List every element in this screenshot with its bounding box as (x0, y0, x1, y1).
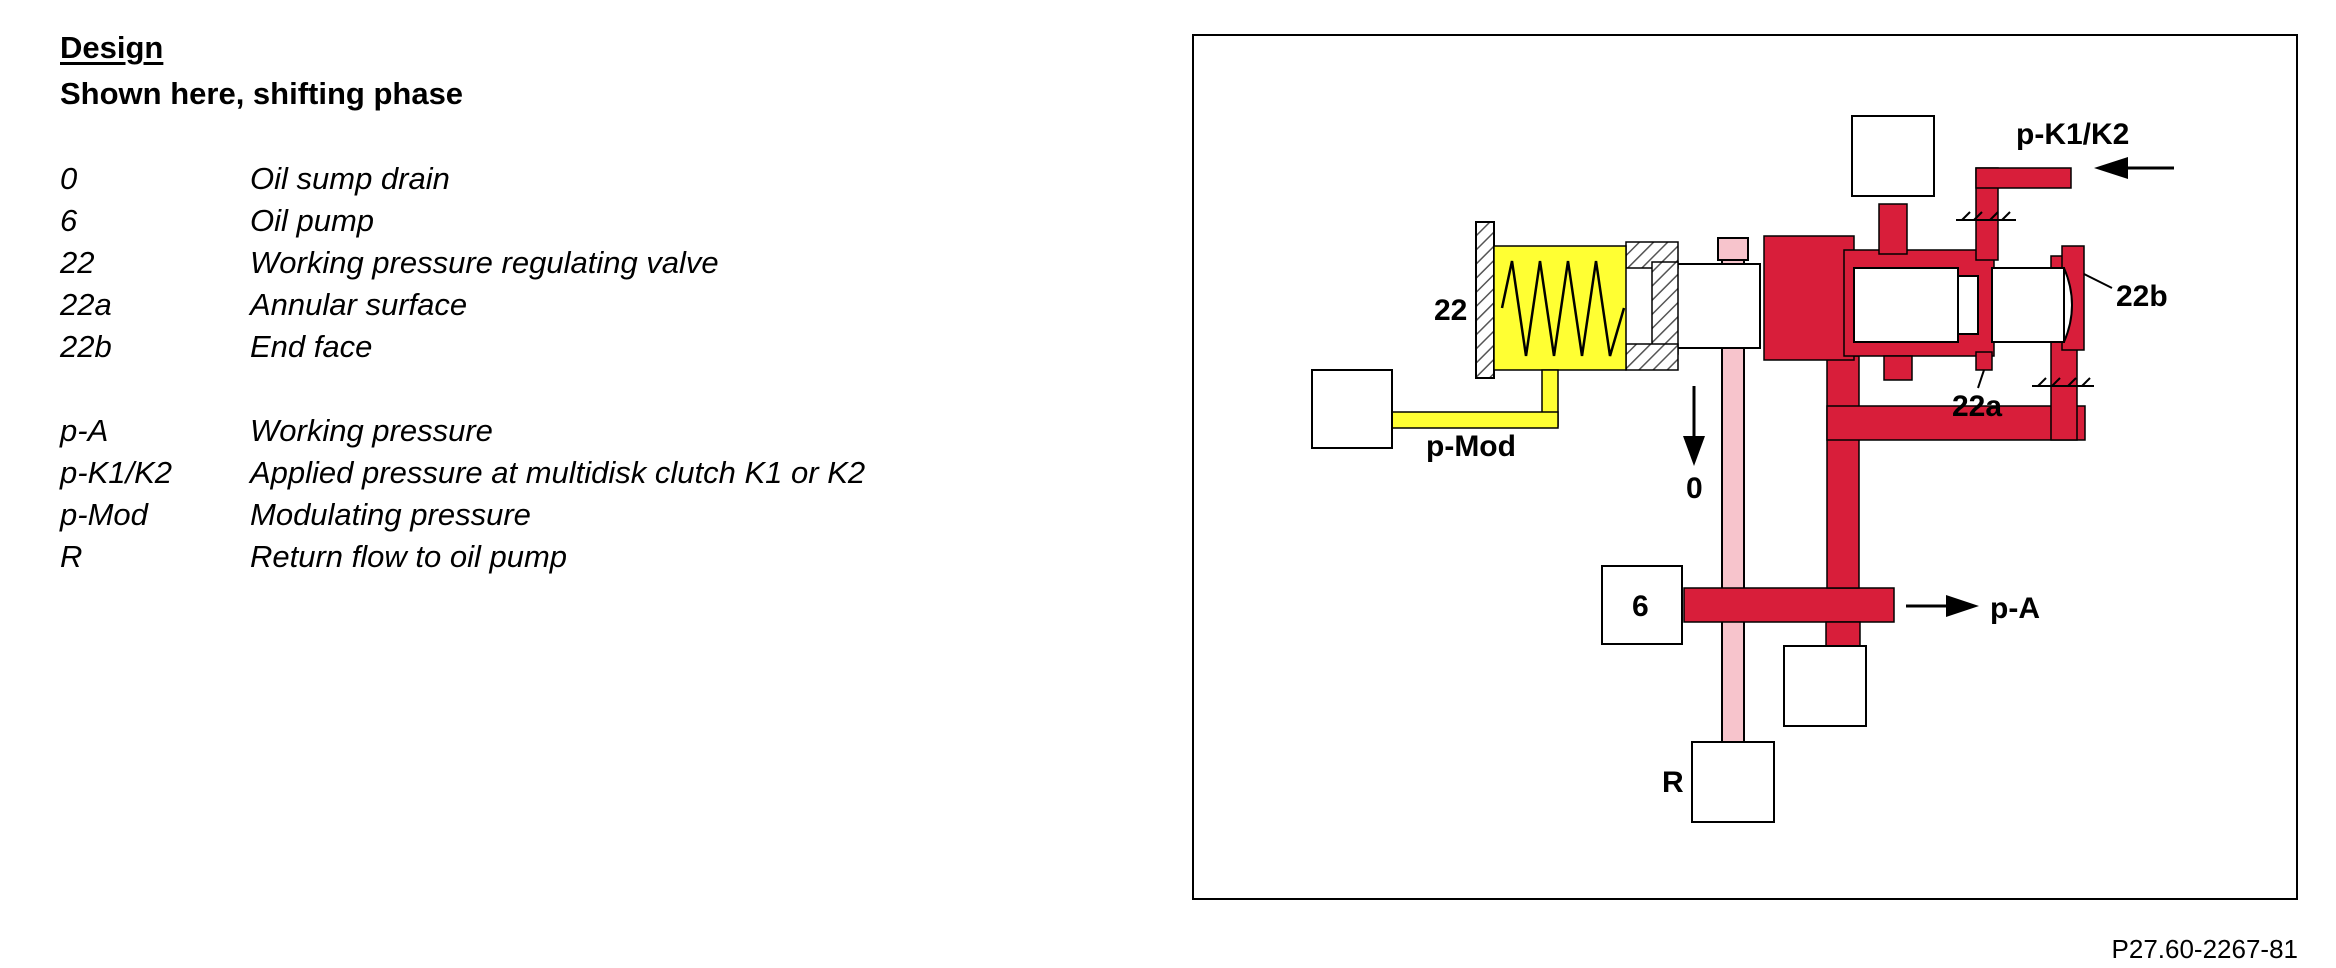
legend-code: p-K1/K2 (60, 455, 173, 490)
pa-arrow-head (1946, 595, 1979, 617)
label-pmod: p-Mod (1426, 430, 1516, 463)
hydraulic-diagram: p-K1/K2 22 22b 22a p-Mod 0 6 p-A R (1311, 115, 2174, 823)
spool-land-right (1991, 267, 2065, 343)
spool-end-curve (2063, 267, 2073, 343)
legend-code: p-A (60, 413, 109, 448)
legend-desc: Oil sump drain (250, 161, 450, 196)
legend-desc: Applied pressure at multidisk clutch K1 … (250, 455, 866, 490)
legend-item: 22b End face (60, 326, 865, 368)
lower-outlet-box (1783, 645, 1867, 727)
legend-item: 22 Working pressure regulating valve (60, 242, 865, 284)
spool-land-mid (1853, 267, 1959, 343)
pressure-vertical-feed (1826, 355, 1860, 589)
legend-desc: Return flow to oil pump (250, 539, 568, 574)
legend-desc: Annular surface (250, 287, 468, 322)
legend-code: R (60, 539, 83, 574)
label-6: 6 (1632, 590, 1649, 623)
valve-spring (1500, 260, 1626, 357)
restrictor-marks (1956, 211, 2094, 387)
valve-cap-hatch-bottom (1625, 343, 1679, 371)
return-line-top (1717, 237, 1749, 261)
mid-notch (1883, 355, 1913, 381)
legend-desc: Working pressure (250, 413, 493, 448)
clutch-feed-horizontal (1975, 167, 2072, 189)
oil-pump-box (1601, 565, 1683, 645)
leader-22a (1977, 369, 1985, 389)
label-0: 0 (1686, 472, 1703, 505)
label-pk1k2: p-K1/K2 (2016, 118, 2129, 151)
design-heading: Design (60, 30, 164, 65)
legend-desc: Working pressure regulating valve (250, 245, 719, 280)
annular-notch (1975, 351, 1993, 371)
legend-item: p-Mod Modulating pressure (60, 494, 865, 536)
feedback-line-horizontal (1826, 405, 2086, 441)
figure-reference: P27.60-2267-81 (2111, 934, 2298, 964)
legend-desc: Oil pump (250, 203, 375, 238)
legend-code: 22b (60, 329, 112, 364)
spool-stem (1957, 275, 1979, 335)
shifting-phase-subheading: Shown here, shifting phase (60, 76, 464, 111)
pressure-main-horizontal (1683, 587, 1895, 623)
mod-line-horizontal (1391, 411, 1559, 429)
legend-code: 22 (60, 245, 95, 280)
valve-body-hatch-plate (1475, 221, 1495, 379)
legend-item: 0 Oil sump drain (60, 158, 865, 200)
label-pa: p-A (1990, 592, 2040, 625)
spool-land-left (1673, 263, 1761, 349)
legend-desc: Modulating pressure (250, 497, 531, 532)
legend-spacer (60, 368, 865, 410)
legend-code: 22a (60, 287, 112, 322)
top-outlet-box (1851, 115, 1935, 197)
legend-desc: End face (250, 329, 373, 364)
legend-item: p-A Working pressure (60, 410, 865, 452)
clutch-arrow-head (2094, 157, 2128, 179)
return-box (1691, 741, 1775, 823)
valve-chamber-left (1763, 235, 1855, 361)
legend-item: 22a Annular surface (60, 284, 865, 326)
label-22a: 22a (1952, 390, 2002, 423)
leader-22b (2083, 273, 2113, 289)
legend-code: 0 (60, 161, 78, 196)
mod-pressure-source-box (1311, 369, 1393, 449)
legend-item: p-K1/K2 Applied pressure at multidisk clu… (60, 452, 865, 494)
valve-spool (1673, 263, 2073, 349)
drain-arrow-head (1683, 436, 1705, 466)
valve-cap-hatch-side (1651, 261, 1679, 355)
label-r: R (1662, 766, 1684, 799)
label-22: 22 (1434, 294, 1467, 327)
legend-item: 6 Oil pump (60, 200, 865, 242)
legend-code: p-Mod (60, 497, 148, 532)
label-22b: 22b (2116, 280, 2168, 313)
branch-top (1878, 203, 1908, 255)
legend-item: R Return flow to oil pump (60, 536, 865, 578)
diagram-frame: p-K1/K2 22 22b 22a p-Mod 0 6 p-A R (1192, 34, 2298, 900)
legend-code: 6 (60, 203, 78, 238)
